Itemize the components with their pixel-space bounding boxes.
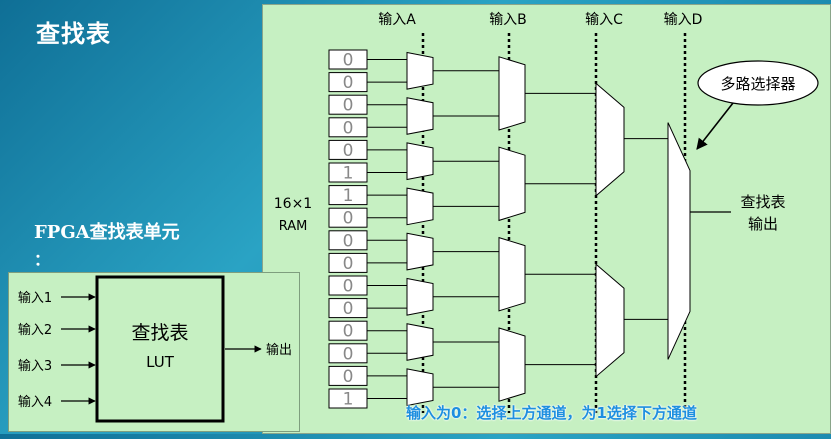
mux-level-a (406, 97, 434, 135)
lut-box (95, 275, 225, 423)
ram-bit: 1 (343, 390, 354, 410)
ram-bit: 0 (343, 322, 354, 342)
mux-callout-text: 多路选择器 (720, 75, 795, 93)
ram-bit: 0 (343, 141, 354, 161)
column-label-b: 输入B (489, 12, 527, 28)
ram-bit: 0 (343, 118, 354, 138)
mux-level-b (498, 146, 526, 222)
diagram-output-label-2: 输出 (748, 215, 778, 233)
ram-bit: 0 (343, 254, 354, 274)
ram-bit: 1 (343, 186, 354, 206)
mux-level-a (406, 277, 434, 316)
mux-callout-bubble (697, 60, 819, 106)
ram-bit: 0 (343, 96, 354, 116)
mux-tree (367, 51, 691, 407)
column-label-c: 输入C (585, 12, 623, 28)
mux-level-b (498, 56, 526, 131)
lut-heading: FPGA查找表单元 (34, 222, 180, 243)
column-label-a: 输入A (378, 12, 416, 28)
lut-block-diagram: 查找表 LUT 输入1 输入2 输入3 输入4 输出 (18, 275, 292, 423)
ram-label-type: RAM (279, 219, 308, 234)
mux-level-c (595, 82, 625, 197)
mux-level-d (667, 122, 691, 360)
lut-block-panel: 查找表 LUT 输入1 输入2 输入3 输入4 输出 (8, 272, 300, 432)
mux-callout-arrow (696, 102, 734, 150)
ram-bit: 1 (343, 164, 354, 184)
mux-level-b (498, 327, 526, 402)
lut-input-label-3: 输入3 (18, 358, 52, 374)
footer-note: 输入为0：选择上方通道，为1选择下方通道 (406, 404, 697, 422)
ram-bit: 0 (343, 299, 354, 319)
mux-level-a (406, 323, 434, 361)
lut-heading-colon: ： (34, 250, 51, 269)
mux-level-a (406, 187, 434, 226)
column-label-d: 输入D (664, 12, 703, 28)
mux-tree-diagram: 输入A 输入B 输入C 输入D 16×1 RAM 000001100000000… (274, 12, 819, 413)
lut-box-subtitle: LUT (146, 353, 175, 371)
lut-box-title: 查找表 (131, 322, 188, 344)
mux-level-a (406, 51, 434, 90)
ram-bit: 0 (343, 209, 354, 229)
ram-bit: 0 (343, 231, 354, 251)
slide-title: 查找表 (36, 20, 111, 48)
mux-level-a (406, 232, 434, 271)
ram-label-size: 16×1 (274, 196, 312, 212)
mux-level-b (498, 236, 526, 312)
lut-input-label-4: 输入4 (18, 394, 52, 410)
lut-output-label: 输出 (266, 342, 292, 358)
mux-level-c (595, 263, 625, 378)
ram-bit: 0 (343, 277, 354, 297)
mux-level-a (406, 368, 434, 407)
mux-level-a (406, 142, 434, 181)
lut-input-label-1: 输入1 (18, 290, 52, 306)
ram-bit: 0 (343, 344, 354, 364)
ram-bit: 0 (343, 51, 354, 71)
diagram-output-label-1: 查找表 (740, 193, 785, 211)
ram-bit: 0 (343, 367, 354, 387)
ram-bit: 0 (343, 73, 354, 93)
lut-input-label-2: 输入2 (18, 322, 52, 338)
